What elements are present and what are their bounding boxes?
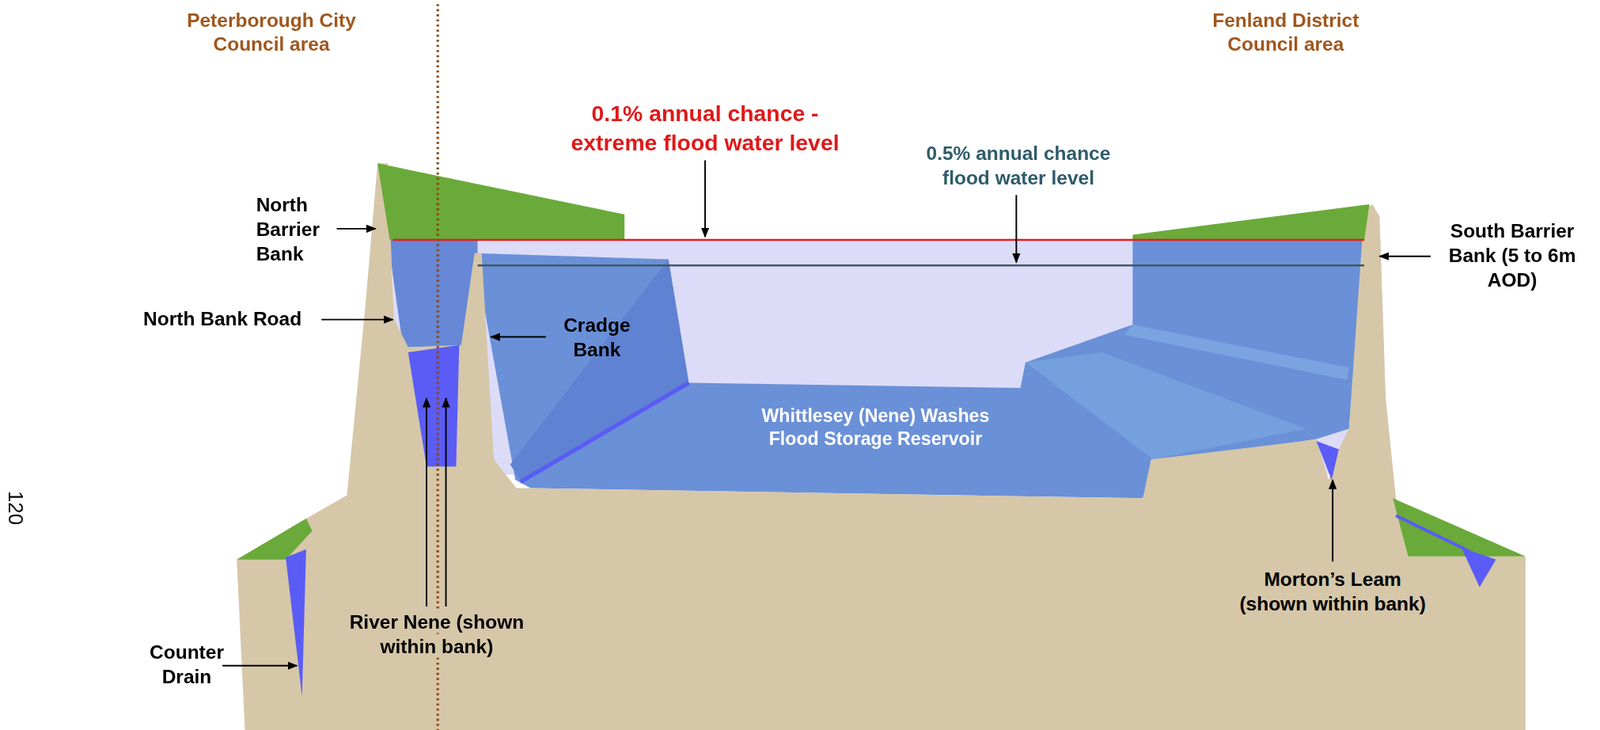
ground-top xyxy=(1392,497,1526,557)
counter-drain xyxy=(285,549,307,697)
bank-label: North Barrier Bank xyxy=(256,193,330,266)
flood-level-label: 0.1% annual chance - extreme flood water… xyxy=(552,99,859,156)
leader-lines xyxy=(222,159,1431,665)
bank-label: Cradge Bank xyxy=(556,313,638,362)
water-slope xyxy=(1124,324,1350,380)
water-slope xyxy=(1025,352,1307,459)
extreme-flood-level xyxy=(392,238,1365,242)
river-label: Morton’s Leam (shown within bank) xyxy=(1236,568,1430,615)
flood-level-label: 0.5% annual chance flood water level xyxy=(916,141,1121,190)
river-label: River Nene (shown within bank) xyxy=(334,610,539,659)
bank-top xyxy=(377,163,625,240)
bank-top xyxy=(1132,204,1369,240)
ground xyxy=(236,163,1526,730)
road-label: North Bank Road xyxy=(136,307,310,332)
reservoir-label: Whittlesey (Nene) Washes Flood Storage R… xyxy=(737,404,1013,451)
region-label: Peterborough City Council area xyxy=(169,7,374,57)
drain-label: Counter Drain xyxy=(145,640,228,689)
river-nene xyxy=(408,345,459,467)
drain xyxy=(1461,546,1497,587)
drain xyxy=(520,382,690,482)
page-number: 120 xyxy=(2,487,28,529)
river-label: River Nene (shown within bank) xyxy=(346,610,528,657)
mortons-leam xyxy=(1316,440,1339,480)
flood-level xyxy=(477,264,1365,267)
river-label: Morton’s Leam (shown within bank) xyxy=(1230,567,1435,616)
bank-label: South Barrier Bank (5 to 6m AOD) xyxy=(1430,219,1594,292)
region-label: Fenland District Council area xyxy=(1183,7,1388,57)
drain xyxy=(1395,515,1470,551)
water-slope xyxy=(510,259,690,481)
